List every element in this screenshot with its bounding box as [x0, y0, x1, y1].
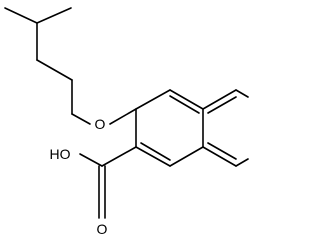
bond-ring-r-1-inner [207, 96, 237, 114]
bond-ring-r-1 [202, 89, 237, 110]
carboxyl-group [79, 146, 137, 219]
bond-ring-l-4 [135, 146, 171, 167]
chemical-structure-diagram: O HO O [4, 7, 249, 237]
bond-ring-l-4-inner [140, 142, 171, 161]
bond-ring-to-carboxyl [101, 146, 137, 167]
bond-ring-r-3 [202, 146, 237, 167]
ether-linkage [109, 108, 137, 125]
bond-o-to-ring [109, 108, 137, 125]
bond-chain-to-o [71, 113, 91, 125]
hydroxyl-label: HO [50, 146, 71, 162]
bond-ring-l-2 [169, 89, 204, 110]
bond-c-oh [79, 153, 103, 167]
bond-methyl-right [36, 7, 72, 24]
isopentyl-chain [4, 7, 91, 125]
bond-ring-r-4 [235, 158, 249, 167]
bond-ring-r-2 [235, 89, 249, 98]
carbonyl-oxygen-label: O [97, 221, 108, 237]
bond-chain-2 [36, 59, 73, 81]
bond-methyl-left [4, 7, 38, 24]
bond-ring-l-1 [135, 89, 171, 110]
bond-ring-l-2-inner [169, 95, 200, 114]
naphthalene-ring-right [202, 89, 249, 167]
bond-ring-r-3-inner [207, 142, 237, 160]
naphthalene-ring-left [135, 89, 204, 167]
bond-ring-l-3 [169, 146, 204, 167]
ether-oxygen-label: O [95, 116, 106, 132]
